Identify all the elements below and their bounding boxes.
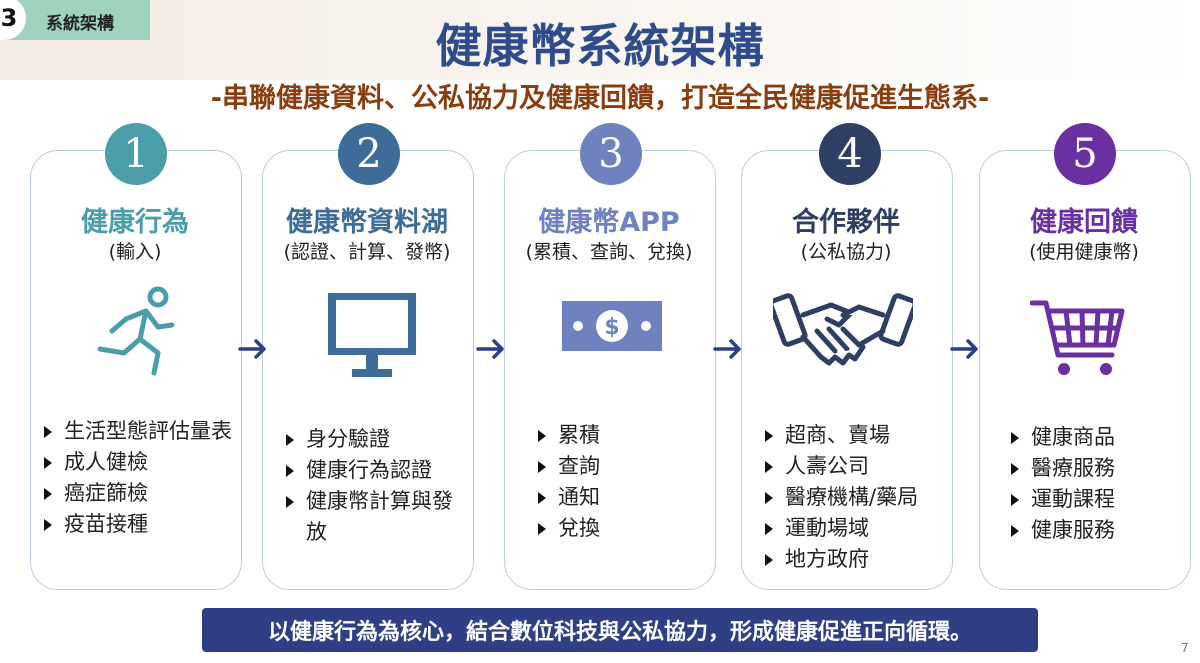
list-item: 健康行為認證 [282,455,467,486]
step-subtitle: (使用健康幣) [1029,241,1139,263]
step-title: 健康幣資料湖 [286,207,448,238]
list-item: 健康幣計算與發放 [282,486,467,548]
list-item: 運動場域 [761,513,951,544]
step-card-3 [504,150,716,590]
step-title: 健康回饋 [1030,207,1138,238]
step-card-1 [30,150,242,590]
step-items-list: 健康商品 醫療服務 運動課程 健康服務 [1007,422,1177,546]
list-item: 超商、賣場 [761,420,951,451]
page-title: 健康幣系統架構 [435,19,765,73]
arrow-right-icon [476,339,504,359]
step-items-list: 累積 查詢 通知 兌換 [534,420,684,544]
list-item: 累積 [534,420,684,451]
list-item: 人壽公司 [761,451,951,482]
arrow-right-icon [950,339,978,359]
monitor-icon [322,285,422,385]
step-number-badge: 2 [338,123,400,185]
step-items-list: 超商、賣場 人壽公司 醫療機構/藥局 運動場域 地方政府 [761,420,951,575]
step-subtitle: (累積、查詢、兌換) [525,241,693,263]
list-item: 健康服務 [1007,515,1177,546]
list-item: 醫療服務 [1007,453,1177,484]
step-number-badge: 5 [1054,123,1116,185]
page-subtitle: -串聯健康資料、公私協力及健康回饋，打造全民健康促進生態系- [210,83,990,114]
step-card-4 [741,150,953,590]
list-item: 運動課程 [1007,484,1177,515]
summary-text: 以健康行為為核心，結合數位科技與公私協力，形成健康促進正向循環。 [267,620,972,645]
step-subtitle: (輸入) [108,241,162,263]
step-title: 合作夥伴 [792,207,900,238]
page-number: 7 [1181,641,1189,655]
list-item: 生活型態評估量表 [40,416,235,447]
step-items-list: 身分驗證 健康行為認證 健康幣計算與發放 [282,424,467,548]
step-card-5 [979,150,1191,590]
step-number-badge: 4 [819,123,881,185]
step-title: 健康行為 [81,207,189,238]
step-number-badge: 3 [580,123,642,185]
list-item: 健康商品 [1007,422,1177,453]
summary-banner: 以健康行為為核心，結合數位科技與公私協力，形成健康促進正向循環。 [202,608,1038,652]
list-item: 癌症篩檢 [40,478,235,509]
handshake-icon [768,285,918,385]
step-number-badge: 1 [105,123,167,185]
arrow-right-icon [713,339,741,359]
runner-icon [88,285,188,385]
list-item: 兌換 [534,513,684,544]
list-item: 通知 [534,482,684,513]
step-title: 健康幣APP [538,207,680,238]
arrow-right-icon [238,339,266,359]
money-icon: $ [560,285,664,385]
step-subtitle: (認證、計算、發幣) [283,241,451,263]
list-item: 成人健檢 [40,447,235,478]
list-item: 醫療機構/藥局 [761,482,951,513]
list-item: 身分驗證 [282,424,467,455]
list-item: 查詢 [534,451,684,482]
list-item: 地方政府 [761,544,951,575]
step-items-list: 生活型態評估量表 成人健檢 癌症篩檢 疫苗接種 [40,416,235,540]
step-subtitle: (公私協力) [800,241,892,263]
svg-text:$: $ [604,315,619,340]
shopping-cart-icon [1029,285,1130,385]
header-band [0,0,1200,80]
section-label: 系統架構 [46,14,114,34]
section-tag: 3 系統架構 [0,0,150,40]
list-item: 疫苗接種 [40,509,235,540]
